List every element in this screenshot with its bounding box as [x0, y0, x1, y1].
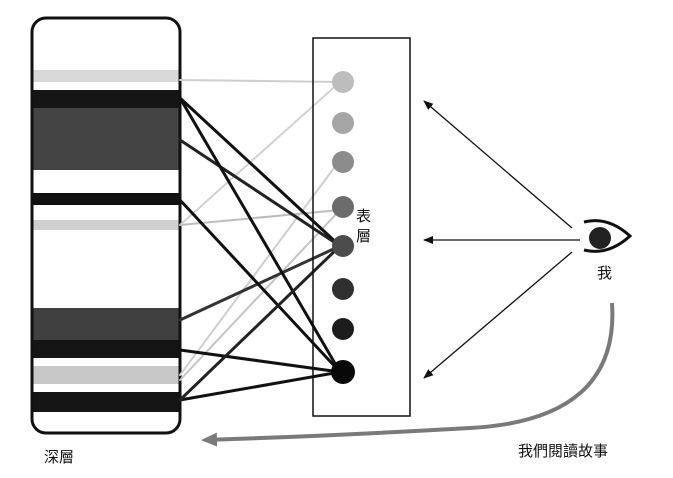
deep-band-4 — [32, 193, 180, 205]
surface-dot — [332, 112, 354, 134]
surface-dot — [332, 71, 354, 93]
reading-caption: 我們閱讀故事 — [518, 442, 609, 460]
eye-icon — [583, 219, 633, 253]
connections — [178, 79, 342, 402]
surface-dot — [332, 235, 354, 257]
gaze-arrow-down — [423, 251, 573, 379]
deep-band-9 — [32, 392, 180, 412]
reader-label: 我 — [597, 264, 613, 282]
deep-band-8 — [32, 366, 180, 384]
deep-band-2 — [32, 90, 180, 108]
deep-band-3 — [32, 108, 180, 170]
deep-layer-label: 深層 — [44, 448, 75, 466]
connection-line — [178, 244, 342, 322]
surface-dot — [332, 278, 354, 300]
surface-dot — [332, 151, 354, 173]
reading-arrow — [201, 302, 615, 447]
deep-layer — [30, 16, 182, 435]
connection-line — [179, 81, 341, 226]
surface-dot — [331, 360, 355, 384]
deep-band-5 — [32, 220, 180, 230]
surface-dot — [332, 318, 354, 340]
deep-band-1 — [32, 70, 180, 82]
connection-line — [179, 79, 341, 83]
surface-layer-frame — [312, 37, 411, 417]
deep-band-6 — [32, 308, 180, 340]
surface-layer — [312, 37, 411, 417]
deep-band-7 — [32, 340, 180, 358]
gaze-arrow-up — [423, 100, 573, 229]
gaze-arrows — [423, 100, 580, 379]
surface-layer-label: 表層 — [356, 207, 372, 245]
connection-line — [178, 348, 342, 374]
surface-dot — [332, 196, 354, 218]
